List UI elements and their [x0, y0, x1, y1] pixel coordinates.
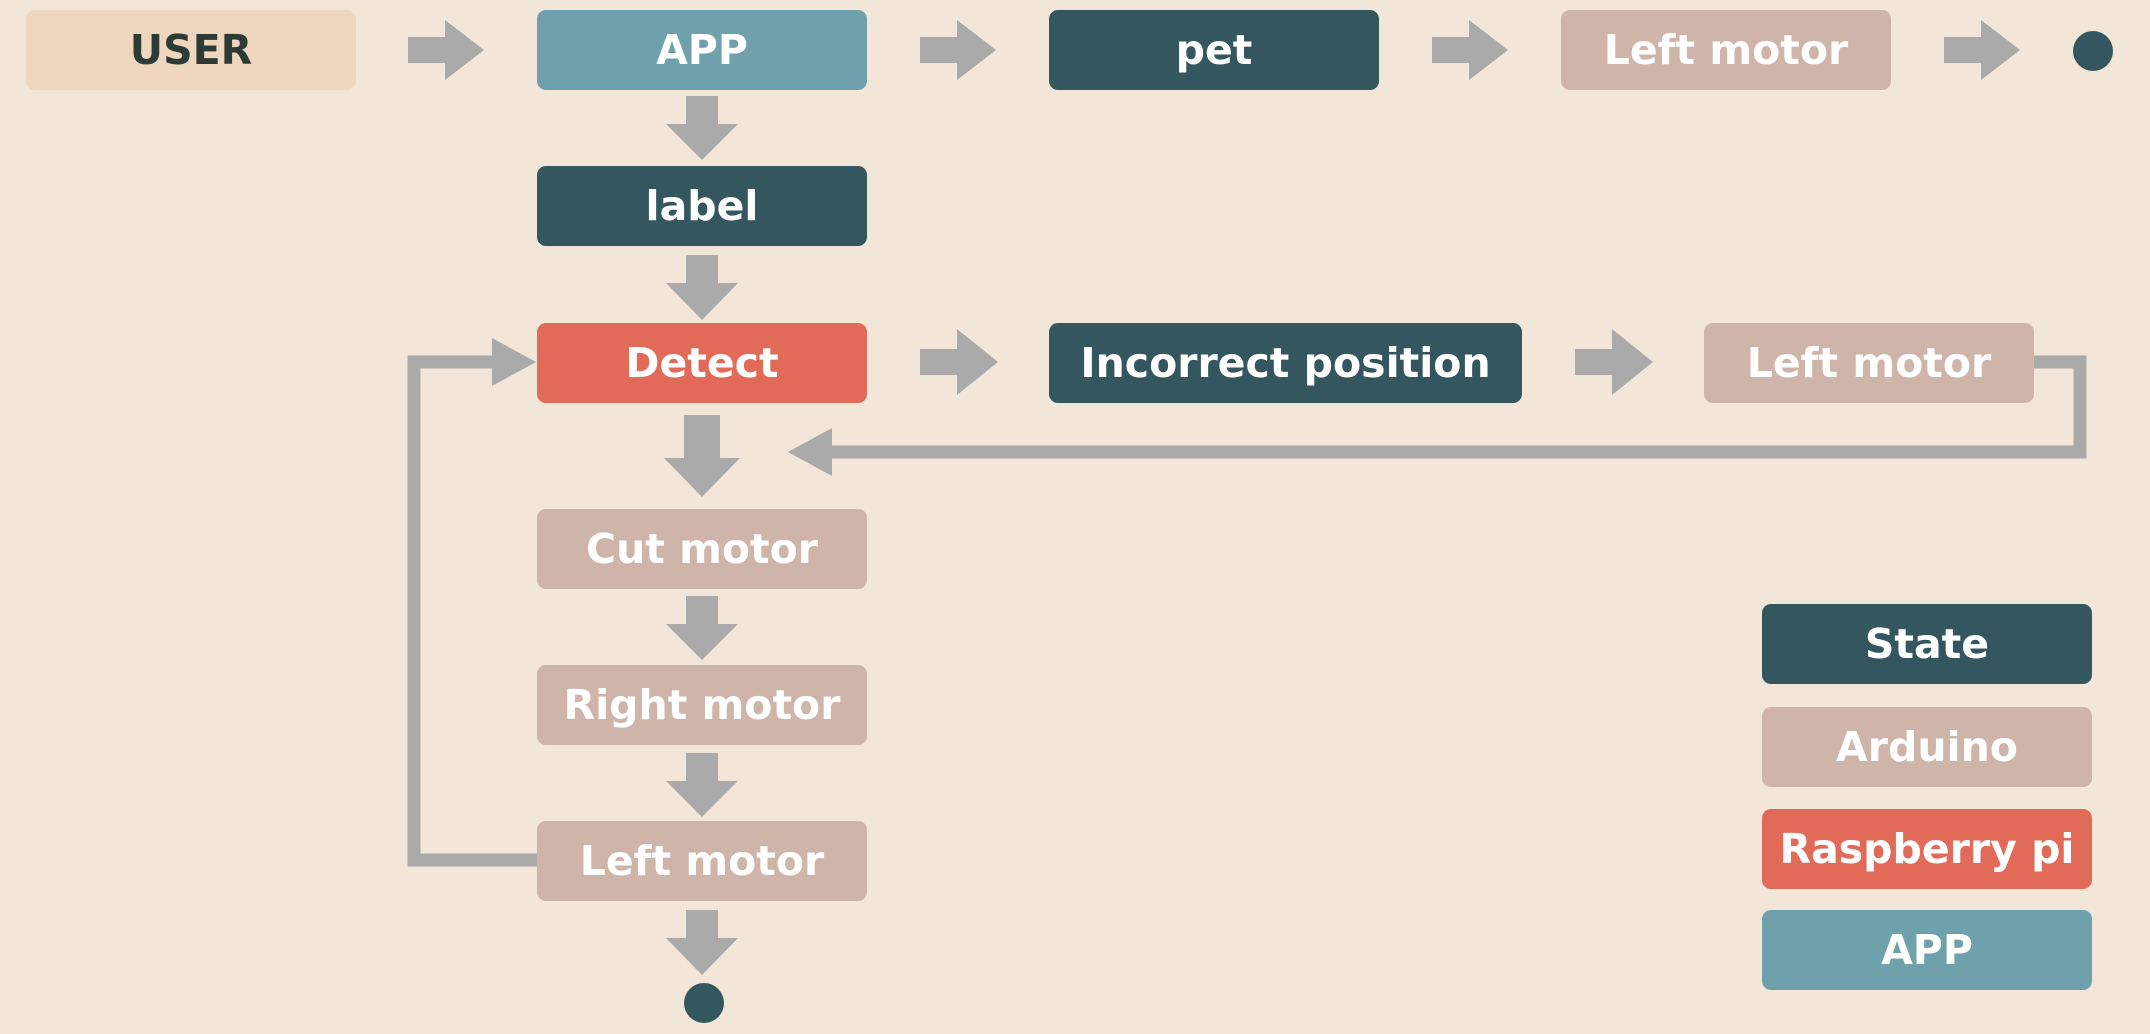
arrow-leftmotor-to-end-dot	[666, 910, 738, 975]
arrow-cutmotor-to-rightmotor	[666, 596, 738, 660]
feedback-arrowhead	[788, 428, 832, 476]
node-detect: Detect	[537, 323, 867, 403]
node-user: USER	[26, 10, 356, 90]
end-dot-top	[2073, 31, 2113, 71]
node-app: APP	[537, 10, 867, 90]
arrow-detect-to-cutmotor	[664, 415, 740, 497]
end-dot-bottom	[684, 983, 724, 1023]
node-incorrect-position: Incorrect position	[1049, 323, 1522, 403]
legend-raspberry-pi: Raspberry pi	[1762, 809, 2092, 889]
node-right-motor: Right motor	[537, 665, 867, 745]
arrow-leftmotor-to-end	[1944, 20, 2020, 80]
node-left-motor-top: Left motor	[1561, 10, 1891, 90]
arrow-pet-to-leftmotor	[1432, 20, 1508, 80]
arrow-app-to-pet	[920, 20, 996, 80]
legend-app: APP	[1762, 910, 2092, 990]
arrow-app-to-label	[666, 96, 738, 160]
arrow-incorrect-to-leftmotor	[1575, 329, 1653, 395]
legend-arduino: Arduino	[1762, 707, 2092, 787]
node-pet: pet	[1049, 10, 1379, 90]
node-label: label	[537, 166, 867, 246]
node-cut-motor: Cut motor	[537, 509, 867, 589]
loop-line	[407, 355, 538, 867]
arrow-detect-to-incorrect	[920, 329, 998, 395]
legend-state: State	[1762, 604, 2092, 684]
node-left-motor-bottom: Left motor	[537, 821, 867, 901]
feedback-line	[830, 355, 2087, 459]
arrow-user-to-app	[408, 20, 484, 80]
arrow-label-to-detect	[666, 255, 738, 320]
arrow-rightmotor-to-leftmotor	[666, 753, 738, 817]
loop-arrowhead	[492, 338, 536, 386]
node-left-motor-right: Left motor	[1704, 323, 2034, 403]
